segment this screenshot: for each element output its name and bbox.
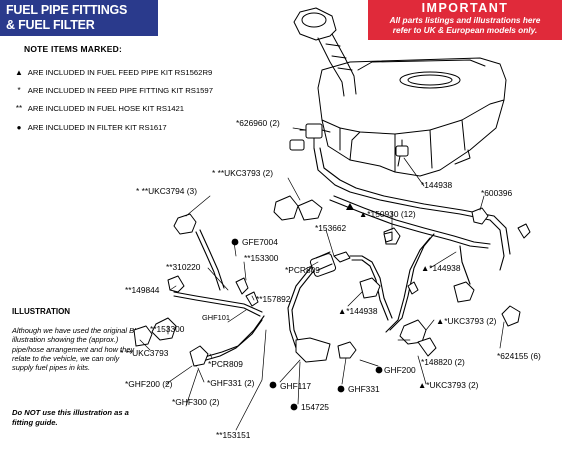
callout-ghf331-right: GHF331 [348, 384, 380, 394]
callout-ukc3794: * **UKC3794 (3) [136, 186, 197, 196]
callout-gfe7004: GFE7004 [242, 237, 278, 247]
callout-ukc3793-right: ▲*UKC3793 (2) [436, 316, 496, 326]
callout-markers [231, 203, 383, 411]
callout-144938-top: *144938 [421, 180, 453, 190]
fuel-pipes [173, 147, 511, 367]
callout-ghf101: GHF101 [202, 313, 230, 322]
callout-153300-low: **153300 [150, 324, 185, 334]
tank-fittings [289, 123, 409, 167]
title-line-2: & FUEL FILTER [6, 18, 95, 32]
callout-ukc3793-right-code: ▲*UKC3793 [436, 316, 484, 326]
note-text: ARE INCLUDED IN FUEL HOSE KIT RS1421 [27, 104, 185, 113]
callout-ukc3793-bottom-qty: (2) [468, 380, 479, 390]
callout-153662: *153662 [315, 223, 347, 233]
dot-icon [231, 238, 239, 246]
callout-ghf200-right: GHF200 [384, 365, 416, 375]
callout-150930: ▲*150930 (12) [359, 209, 416, 219]
note-item-hose-kit: ** ARE INCLUDED IN FUEL HOSE KIT RS1421 [12, 104, 184, 113]
callout-626960: *626960 (2) [236, 118, 280, 128]
callout-ghf117: GHF117 [280, 381, 312, 391]
fuel-tank-drawing [293, 7, 507, 177]
callout-ghf331-left: *GHF331 (2) [207, 378, 255, 388]
callout-ukc3793-left: * **UKC3793 [120, 348, 169, 358]
dot-icon [337, 385, 345, 393]
important-line-1: All parts listings and illustrations her… [389, 15, 541, 25]
callout-153151: **153151 [216, 430, 251, 440]
triangle-icon: ▲ [15, 68, 23, 77]
note-item-fitting-kit: * ARE INCLUDED IN FEED PIPE FITTING KIT … [12, 86, 213, 95]
page-title: FUEL PIPE FITTINGS & FUEL FILTER [0, 0, 158, 36]
dot-icon: ● [16, 123, 22, 132]
callout-144938-mid: ▲*144938 [421, 263, 461, 273]
callout-310220: **310220 [166, 262, 201, 272]
important-title: IMPORTANT [421, 1, 509, 15]
callout-pcr809-low: *PCR809 [208, 359, 243, 369]
illustration-warning: Do NOT use this illustration as a fittin… [12, 408, 129, 427]
callout-144938-low: ▲*144938 [338, 306, 378, 316]
callout-ukc3793-top: * **UKC3793 (2) [212, 168, 273, 178]
triangle-icon [346, 203, 354, 210]
important-line-2: refer to UK & European models only. [392, 25, 538, 35]
note-text: ARE INCLUDED IN FILTER KIT RS1617 [27, 123, 167, 132]
callout-ukc3793-bottom: ▲*UKC3793 (2) [418, 380, 478, 390]
dot-icon [269, 381, 277, 389]
callout-ghf200-left: *GHF200 (2) [125, 379, 173, 389]
callout-157892: **157892 [256, 294, 291, 304]
dot-icon [290, 403, 298, 411]
note-item-filter-kit: ● ARE INCLUDED IN FILTER KIT RS1617 [12, 123, 167, 132]
callout-pcr809-top: *PCR809 [285, 265, 320, 275]
title-line-1: FUEL PIPE FITTINGS [6, 3, 128, 17]
note-text: ARE INCLUDED IN FUEL FEED PIPE KIT RS156… [27, 68, 213, 77]
notes-heading: NOTE ITEMS MARKED: [24, 44, 123, 54]
important-notice: IMPORTANT All parts listings and illustr… [368, 0, 562, 40]
callout-153300-top: **153300 [244, 253, 279, 263]
callout-154725: 154725 [301, 402, 329, 412]
callout-600396: *600396 [481, 188, 513, 198]
note-item-feed-pipe-kit: ▲ ARE INCLUDED IN FUEL FEED PIPE KIT RS1… [12, 68, 212, 77]
leader-lines [139, 127, 505, 431]
callout-ukc3793-bottom-code: ▲*UKC3793 [418, 380, 466, 390]
callout-ghf300: *GHF300 (2) [172, 397, 220, 407]
callout-148820: *148820 (2) [421, 357, 465, 367]
double-asterisk-icon: ** [15, 104, 23, 113]
dot-icon [375, 366, 383, 374]
callout-ukc3793-right-qty: (2) [486, 316, 497, 326]
callout-624155: *624155 (6) [497, 351, 541, 361]
illustration-heading: ILLUSTRATION [12, 307, 71, 316]
clips-and-fittings [133, 195, 531, 367]
fuel-filter [309, 251, 351, 277]
illustration-body: Although we have used the original BL il… [12, 326, 139, 373]
callout-149844: **149844 [125, 285, 160, 295]
asterisk-icon: * [17, 86, 21, 95]
note-text: ARE INCLUDED IN FEED PIPE FITTING KIT RS… [27, 86, 213, 95]
